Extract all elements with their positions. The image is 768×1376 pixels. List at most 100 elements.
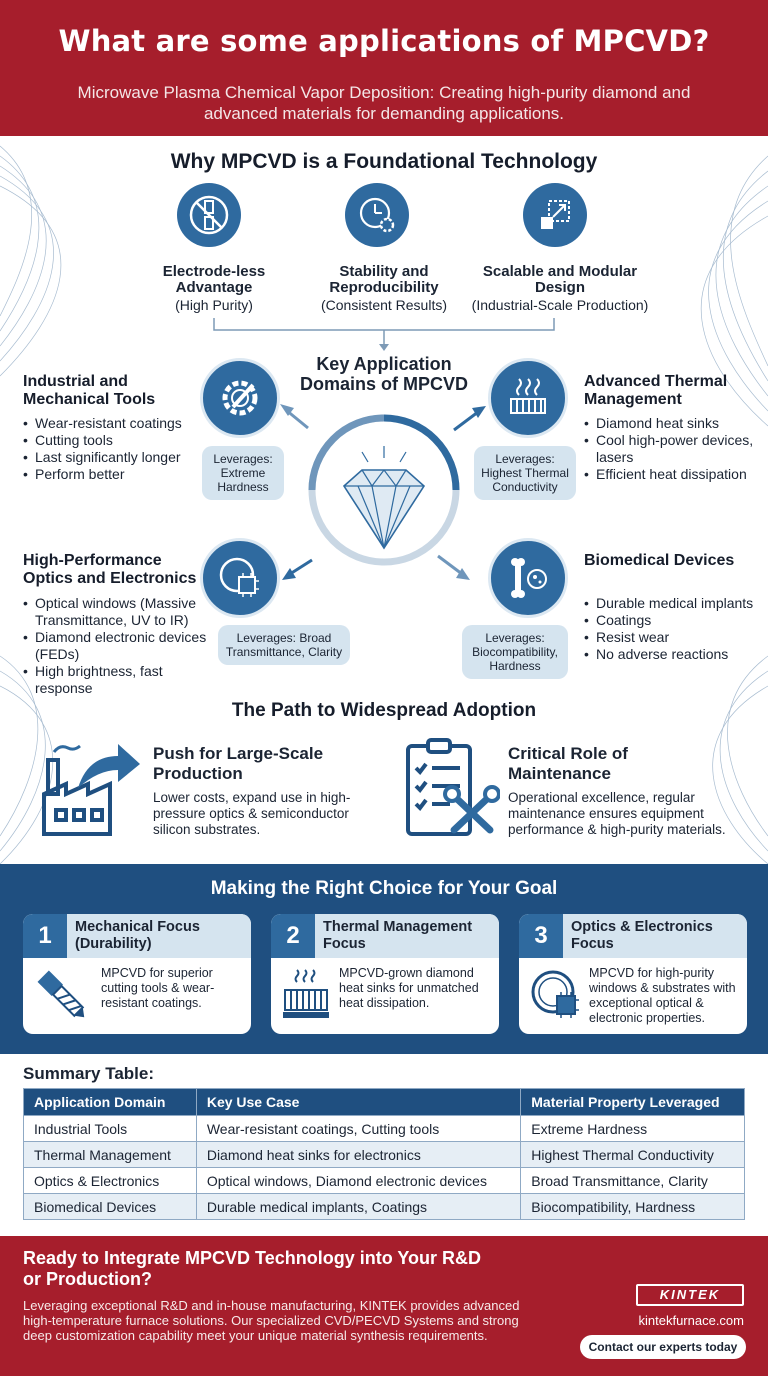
- scale-up-icon: [523, 183, 587, 247]
- foundation-title: Why MPCVD is a Foundational Technology: [170, 150, 598, 173]
- adoption-item-title-production: Push for Large-Scale Production: [153, 744, 324, 783]
- factory-arrow-icon: [42, 744, 140, 836]
- contact-button[interactable]: Contact our experts today: [580, 1335, 746, 1359]
- card-title: Thermal Management Focus: [323, 919, 473, 952]
- table-cell: Optics & Electronics: [23, 1167, 197, 1194]
- leverage-badge-optics: Leverages: Broad Transmittance, Clarity: [218, 625, 350, 665]
- domain-list-industrial: Wear-resistant coatings Cutting tools La…: [23, 415, 203, 483]
- diamond-icon: [342, 446, 426, 550]
- choice-card-thermal: 2 Thermal Management Focus MPCVD-grown d…: [271, 914, 499, 1034]
- gear-tool-icon: [200, 358, 280, 438]
- adoption-item-title-maintenance: Critical Role of Maintenance: [508, 744, 628, 783]
- list-item: High brightness, fast response: [23, 663, 207, 697]
- domain-title-optics: High-Performance Optics and Electronics: [23, 552, 197, 587]
- card-text: MPCVD-grown diamond heat sinks for unmat…: [339, 966, 479, 1010]
- kintek-logo[interactable]: KINTEK: [636, 1284, 744, 1306]
- domain-list-optics: Optical windows (Massive Transmittance, …: [23, 595, 207, 697]
- center-title: Key Application Domains of MPCVD: [299, 354, 468, 394]
- card-number: 2: [271, 914, 315, 958]
- table-cell: Wear-resistant coatings, Cutting tools: [195, 1115, 522, 1142]
- column-header: Material Property Leveraged: [520, 1088, 745, 1116]
- list-item: No adverse reactions: [584, 646, 764, 663]
- choice-card-mechanical: 1 Mechanical Focus (Durability) MPCVD fo…: [23, 914, 251, 1034]
- checklist-wrench-icon: [406, 738, 500, 836]
- list-item: Coatings: [584, 612, 764, 629]
- table-cell: Thermal Management: [23, 1141, 197, 1168]
- domain-title-biomedical: Biomedical Devices: [584, 552, 735, 569]
- list-item: Diamond heat sinks: [584, 415, 764, 432]
- foundation-item-sub: (Consistent Results): [320, 297, 448, 313]
- foundation-item-scalable: Scalable and Modular Design (Industrial-…: [470, 263, 650, 314]
- table-cell: Biocompatibility, Hardness: [520, 1193, 745, 1220]
- leverage-badge-industrial: Leverages: Extreme Hardness: [202, 446, 284, 500]
- adoption-item-text-maintenance: Operational excellence, regular maintena…: [508, 790, 726, 837]
- domain-title-industrial: Industrial and Mechanical Tools: [23, 373, 156, 408]
- summary-table-title: Summary Table:: [23, 1064, 155, 1083]
- list-item: Last significantly longer: [23, 449, 203, 466]
- footer-text: Leveraging exceptional R&D and in-house …: [23, 1298, 520, 1343]
- domain-list-thermal: Diamond heat sinks Cool high-power devic…: [584, 415, 764, 483]
- table-cell: Broad Transmittance, Clarity: [520, 1167, 745, 1194]
- drill-bit-icon: [37, 970, 85, 1018]
- list-item: Wear-resistant coatings: [23, 415, 203, 432]
- table-cell: Extreme Hardness: [520, 1115, 745, 1142]
- list-item: Efficient heat dissipation: [584, 466, 764, 483]
- list-item: Cool high-power devices, lasers: [584, 432, 764, 466]
- adoption-title: The Path to Widespread Adoption: [231, 700, 537, 721]
- foundation-item-stability: Stability and Reproducibility (Consisten…: [294, 263, 474, 314]
- card-text: MPCVD for superior cutting tools & wear-…: [101, 966, 215, 1010]
- leverage-badge-biomedical: Leverages: Biocompatibility, Hardness: [462, 625, 568, 679]
- domain-connectors: [213, 318, 555, 580]
- foundation-item-sub: (High Purity): [175, 297, 253, 313]
- card-text: MPCVD for high-purity windows & substrat…: [589, 966, 736, 1025]
- column-header: Key Use Case: [195, 1088, 522, 1116]
- footer-title: Ready to Integrate MPCVD Technology into…: [23, 1248, 482, 1289]
- table-row: Biomedical Devices Durable medical impla…: [23, 1193, 745, 1220]
- list-item: Resist wear: [584, 629, 764, 646]
- list-item: Durable medical implants: [584, 595, 764, 612]
- card-title: Mechanical Focus (Durability): [75, 919, 200, 952]
- table-header-row: Application Domain Key Use Case Material…: [23, 1088, 745, 1116]
- bone-cell-icon: [488, 538, 568, 618]
- column-header: Application Domain: [23, 1088, 197, 1116]
- foundation-item-electrode-less: Electrode-less Advantage (High Purity): [124, 263, 304, 314]
- optics-chip-icon: [531, 970, 579, 1018]
- list-item: Cutting tools: [23, 432, 203, 449]
- clock-gear-icon: [345, 183, 409, 247]
- table-cell: Biomedical Devices: [23, 1193, 197, 1220]
- list-item: Optical windows (Massive Transmittance, …: [23, 595, 207, 629]
- adoption-item-text-production: Lower costs, expand use in high-pressure…: [153, 790, 351, 837]
- no-electrode-icon: [177, 183, 241, 247]
- domain-title-thermal: Advanced Thermal Management: [584, 373, 728, 408]
- table-row: Thermal Management Diamond heat sinks fo…: [23, 1141, 745, 1168]
- leverage-badge-thermal: Leverages: Highest Thermal Conductivity: [474, 446, 576, 500]
- choice-title: Making the Right Choice for Your Goal: [210, 878, 558, 899]
- foundation-item-title: Scalable and Modular Design: [482, 263, 638, 296]
- table-cell: Highest Thermal Conductivity: [520, 1141, 745, 1168]
- page-subtitle: Microwave Plasma Chemical Vapor Depositi…: [77, 83, 691, 123]
- table-cell: Industrial Tools: [23, 1115, 197, 1142]
- card-title: Optics & Electronics Focus: [571, 919, 713, 952]
- table-cell: Optical windows, Diamond electronic devi…: [195, 1167, 522, 1194]
- card-number: 3: [519, 914, 563, 958]
- list-item: Perform better: [23, 466, 203, 483]
- website-link[interactable]: kintekfurnace.com: [638, 1313, 745, 1328]
- optics-chip-icon: [200, 538, 280, 618]
- summary-table: Application Domain Key Use Case Material…: [23, 1088, 745, 1220]
- heat-sink-icon: [488, 358, 568, 438]
- list-item: Diamond electronic devices (FEDs): [23, 629, 207, 663]
- logo-text: KINTEK: [638, 1286, 742, 1304]
- card-number: 1: [23, 914, 67, 958]
- choice-card-optics: 3 Optics & Electronics Focus MPCVD for h…: [519, 914, 747, 1034]
- table-cell: Durable medical implants, Coatings: [195, 1193, 522, 1220]
- table-cell: Diamond heat sinks for electronics: [195, 1141, 522, 1168]
- footer-banner: Ready to Integrate MPCVD Technology into…: [0, 1236, 768, 1376]
- heat-sink-icon: [283, 969, 329, 1018]
- foundation-item-title: Stability and Reproducibility: [329, 263, 439, 296]
- foundation-item-sub: (Industrial-Scale Production): [471, 297, 649, 313]
- table-row: Industrial Tools Wear-resistant coatings…: [23, 1115, 745, 1142]
- page-title: What are some applications of MPCVD?: [58, 24, 710, 58]
- domain-list-biomedical: Durable medical implants Coatings Resist…: [584, 595, 764, 663]
- foundation-item-title: Electrode-less Advantage: [162, 263, 266, 296]
- table-row: Optics & Electronics Optical windows, Di…: [23, 1167, 745, 1194]
